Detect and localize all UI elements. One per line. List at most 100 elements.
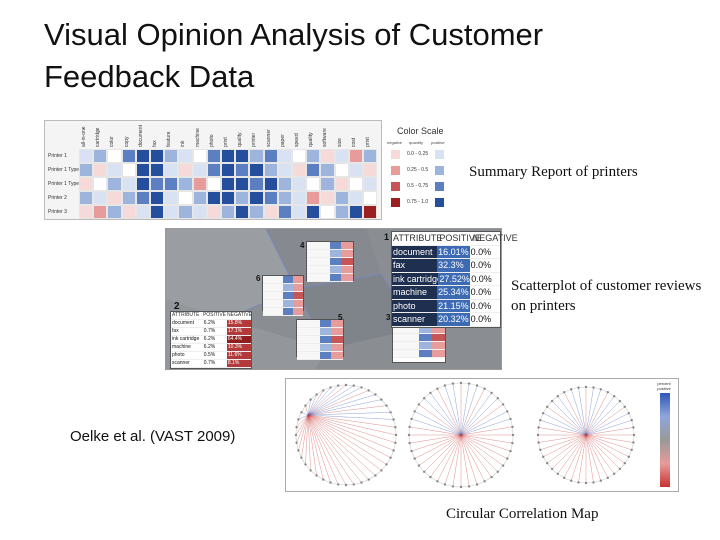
attribute-node [459, 381, 463, 385]
table2-number: 2 [174, 301, 180, 312]
heatmap-cell [121, 163, 136, 177]
correlation-line [547, 434, 587, 464]
small-table-cell [292, 300, 303, 307]
attribute-node [570, 479, 573, 482]
caption-credit: Oelke et al. (VAST 2009) [70, 428, 236, 445]
color-scale-title: Color Scale [397, 126, 444, 136]
heatmap-cell [291, 149, 307, 163]
color-scale-range-label: 0.0 - 0.25 [407, 151, 429, 157]
table-cell: 6.2% [203, 320, 216, 326]
correlation-line [307, 390, 324, 416]
small-table-cell [307, 266, 330, 273]
correlation-line [460, 398, 498, 436]
correlation-line [578, 387, 587, 436]
table-header-cell: NEGATIVE [227, 312, 252, 318]
small-table-cell [307, 258, 330, 265]
small-table-row [263, 276, 303, 284]
attribute-node [295, 426, 298, 429]
correlation-line [409, 434, 462, 444]
caption-summary: Summary Report of printers [469, 164, 638, 180]
small-table-cell [319, 328, 332, 335]
heatmap-cell [320, 149, 335, 163]
correlation-line [460, 434, 492, 478]
small-table-cell [331, 328, 343, 335]
attribute-node [627, 412, 630, 415]
small-table-cell [331, 352, 343, 359]
color-scale-negative-swatch [391, 198, 400, 207]
small-table-6 [262, 275, 304, 316]
correlation-line [585, 389, 602, 436]
heatmap-cell [135, 177, 150, 191]
attribute-node [423, 397, 426, 400]
correlation-line [411, 418, 462, 436]
small-table-row [393, 334, 445, 342]
attribute-node [367, 389, 370, 392]
table-cell: 20.32% [437, 313, 470, 326]
correlation-line [437, 388, 462, 436]
attribute-node [467, 485, 471, 488]
small-table-cell [418, 326, 432, 333]
heatmap-cell [263, 163, 278, 177]
correlation-line [585, 434, 632, 451]
heatmap-cell [178, 205, 193, 219]
heatmap-cell [263, 191, 278, 205]
correlation-line [307, 384, 347, 416]
heatmap-cell [78, 149, 94, 163]
table-cell: 27.52% [438, 272, 471, 285]
correlation-line [307, 414, 376, 476]
heatmap-cell [206, 149, 221, 163]
heatmap-column-header: copy [123, 136, 130, 147]
correlation-line [305, 414, 309, 465]
heatmap-cell [149, 177, 165, 191]
heatmap-cell [107, 163, 122, 177]
heatmap-cell [164, 149, 179, 163]
attribute-node [632, 426, 635, 429]
small-table-cell [431, 326, 445, 333]
attribute-node [475, 483, 479, 486]
small-table-cell [329, 274, 342, 281]
small-table-row [307, 258, 353, 266]
heatmap-cell [306, 163, 321, 177]
correlation-line [418, 434, 462, 466]
correlation-line [460, 385, 478, 436]
heatmap-cell [348, 177, 363, 191]
small-table-cell [263, 284, 283, 291]
heatmap-cell [178, 163, 193, 177]
small-table-cell [431, 334, 445, 341]
heatmap-row-label: Printer 1 Type 1 [48, 167, 84, 173]
circular-legend-title: percent positive [657, 381, 671, 391]
correlation-line [307, 414, 394, 451]
attribute-node [413, 410, 416, 413]
small-table-cell [319, 352, 332, 359]
heatmap-cell [164, 205, 179, 219]
small-table-cell [307, 242, 330, 249]
heatmap-cell [93, 205, 108, 219]
small-table-cell [319, 320, 332, 327]
correlation-line [540, 434, 587, 451]
heatmap-cell [135, 149, 150, 163]
correlation-line [307, 414, 394, 420]
small-table-cell [263, 308, 283, 315]
correlation-line [295, 414, 309, 436]
attribute-node [392, 449, 395, 452]
attribute-node [490, 475, 493, 479]
small-table-row [307, 266, 353, 274]
attribute-node [592, 386, 595, 389]
small-table-cell [263, 300, 283, 307]
correlation-line [563, 434, 587, 478]
correlation-line [307, 385, 339, 416]
small-table-cell [297, 336, 320, 343]
attribute-node [337, 483, 340, 486]
heatmap-cell [306, 191, 321, 205]
heatmap-cell [235, 177, 250, 191]
attribute-node [577, 481, 580, 484]
attribute-node [410, 417, 413, 421]
attribute-node [385, 463, 388, 466]
heatmap-cell [263, 177, 278, 191]
attribute-node [413, 457, 416, 460]
